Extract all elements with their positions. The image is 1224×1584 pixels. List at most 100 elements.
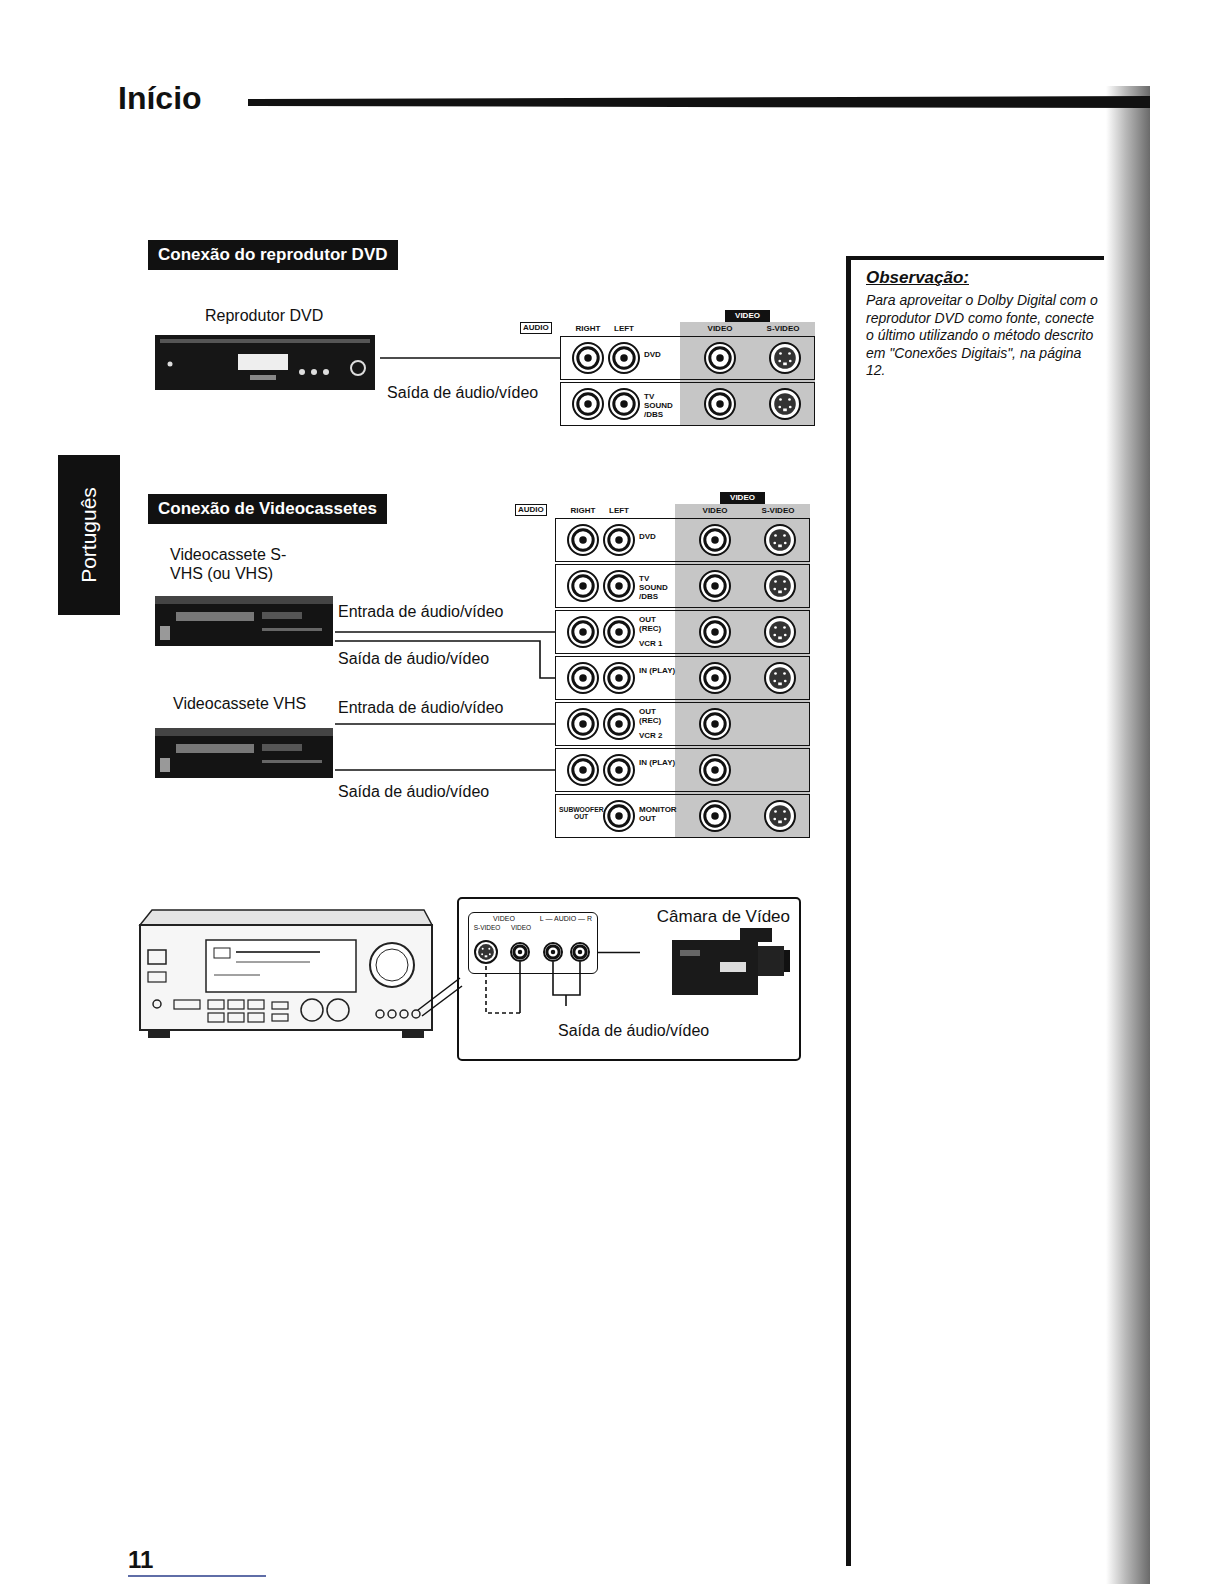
video-section-shading [675, 504, 810, 838]
s-video-jack [765, 663, 795, 693]
camcorder [720, 962, 746, 972]
camera-cable [565, 995, 567, 1006]
vcr-vhs [160, 758, 170, 772]
rca-jack [609, 760, 629, 780]
connector-line [335, 769, 555, 771]
s-video-jack [770, 343, 800, 373]
receiver-front [140, 910, 432, 1038]
section-band: Conexão de Videocassetes [148, 494, 387, 524]
receiver-front [140, 925, 432, 1030]
rca-jack [579, 582, 587, 590]
dvd-player [155, 335, 375, 390]
rca-jack [573, 576, 593, 596]
connector-line [380, 357, 560, 359]
rca-jack [615, 582, 623, 590]
receiver-front [248, 1013, 264, 1022]
vcr-svhs [160, 626, 170, 640]
vcr-vhs [176, 744, 254, 753]
node-text: VIDEO [473, 915, 535, 923]
s-video-key [783, 409, 787, 412]
connector [335, 632, 555, 633]
jack-panel: AUDIORIGHTLEFTVIDEOVIDEOS-VIDEODVDTV SOU… [515, 492, 810, 840]
s-video-key [778, 545, 782, 548]
receiver-front [148, 972, 166, 982]
node-text: OUT (REC) [639, 616, 679, 634]
rca-jack [568, 709, 598, 739]
s-video-jack [475, 941, 497, 963]
vcr-vhs [155, 736, 333, 778]
node-text: Observação: [866, 268, 1098, 288]
page-number: 11 [128, 1546, 153, 1574]
node-text: Videocassete S-VHS (ou VHS) [170, 545, 310, 583]
rca-jack [711, 720, 719, 728]
receiver-front [236, 951, 320, 953]
receiver-front [206, 940, 356, 992]
s-video-pin [481, 953, 483, 955]
s-video-pin [784, 680, 787, 683]
jack-row: DVD [560, 336, 815, 380]
node-text: IN (PLAY) [639, 667, 679, 676]
s-video-jack [765, 801, 795, 831]
note-rule [846, 256, 851, 1566]
rca-jack [716, 400, 724, 408]
vcr-svhs [262, 628, 322, 631]
s-video-key [485, 955, 488, 957]
s-video-pin [774, 626, 777, 629]
s-video-pin [774, 672, 777, 675]
node-text: RIGHT [570, 324, 606, 334]
s-video-pin [774, 810, 777, 813]
s-video-pin [778, 360, 781, 363]
rca-jack [711, 628, 719, 636]
dvd-player [351, 361, 365, 375]
s-video-pin [784, 542, 787, 545]
rca-jack [568, 755, 598, 785]
s-video-pin [779, 352, 782, 355]
receiver-front [228, 1013, 244, 1022]
node-text: Videocassete VHS [173, 695, 306, 713]
receiver-front [388, 1010, 396, 1018]
receiver-front [272, 1002, 288, 1009]
node-text: AUDIO [520, 322, 552, 334]
rca-jack [604, 571, 634, 601]
rca-jack [609, 530, 629, 550]
s-video-jack [478, 944, 494, 960]
receiver-front [214, 948, 230, 958]
vcr-svhs [176, 612, 254, 621]
node-text: IN (PLAY) [639, 759, 679, 768]
s-video-pin [482, 948, 484, 950]
jack-row: IN (PLAY) [555, 748, 810, 792]
rca-jack [584, 400, 592, 408]
s-video-jack [769, 805, 791, 827]
page-number-rule [128, 1575, 266, 1577]
vcr-svhs [155, 596, 333, 604]
connector-line [335, 631, 555, 633]
rca-jack [700, 801, 730, 831]
rca-jack [573, 760, 593, 780]
receiver-front [248, 1000, 264, 1009]
s-video-jack [769, 529, 791, 551]
scan-edge [1106, 86, 1150, 1584]
node-text: LEFT [606, 324, 642, 334]
rca-jack [573, 530, 593, 550]
rca-jack [578, 950, 583, 955]
rca-jack [609, 806, 629, 826]
rca-jack [568, 571, 598, 601]
rca-jack [544, 943, 562, 961]
s-video-pin [784, 588, 787, 591]
vcr-vhs [262, 760, 322, 763]
receiver-front [208, 1013, 224, 1022]
node-text: S-VIDEO [757, 324, 809, 334]
node-text: VCR 1 [639, 640, 679, 649]
s-video-pin [488, 948, 490, 950]
node-text: VIDEO [504, 924, 538, 932]
s-video-pin [774, 580, 777, 583]
s-video-jack [769, 667, 791, 689]
rca-jack [568, 663, 598, 693]
camcorder [784, 950, 790, 972]
s-video-pin [789, 406, 792, 409]
dvd-player [323, 369, 329, 375]
page-number-rule [128, 1576, 266, 1577]
node-text: RIGHT [565, 506, 601, 516]
dvd-player [160, 339, 370, 343]
